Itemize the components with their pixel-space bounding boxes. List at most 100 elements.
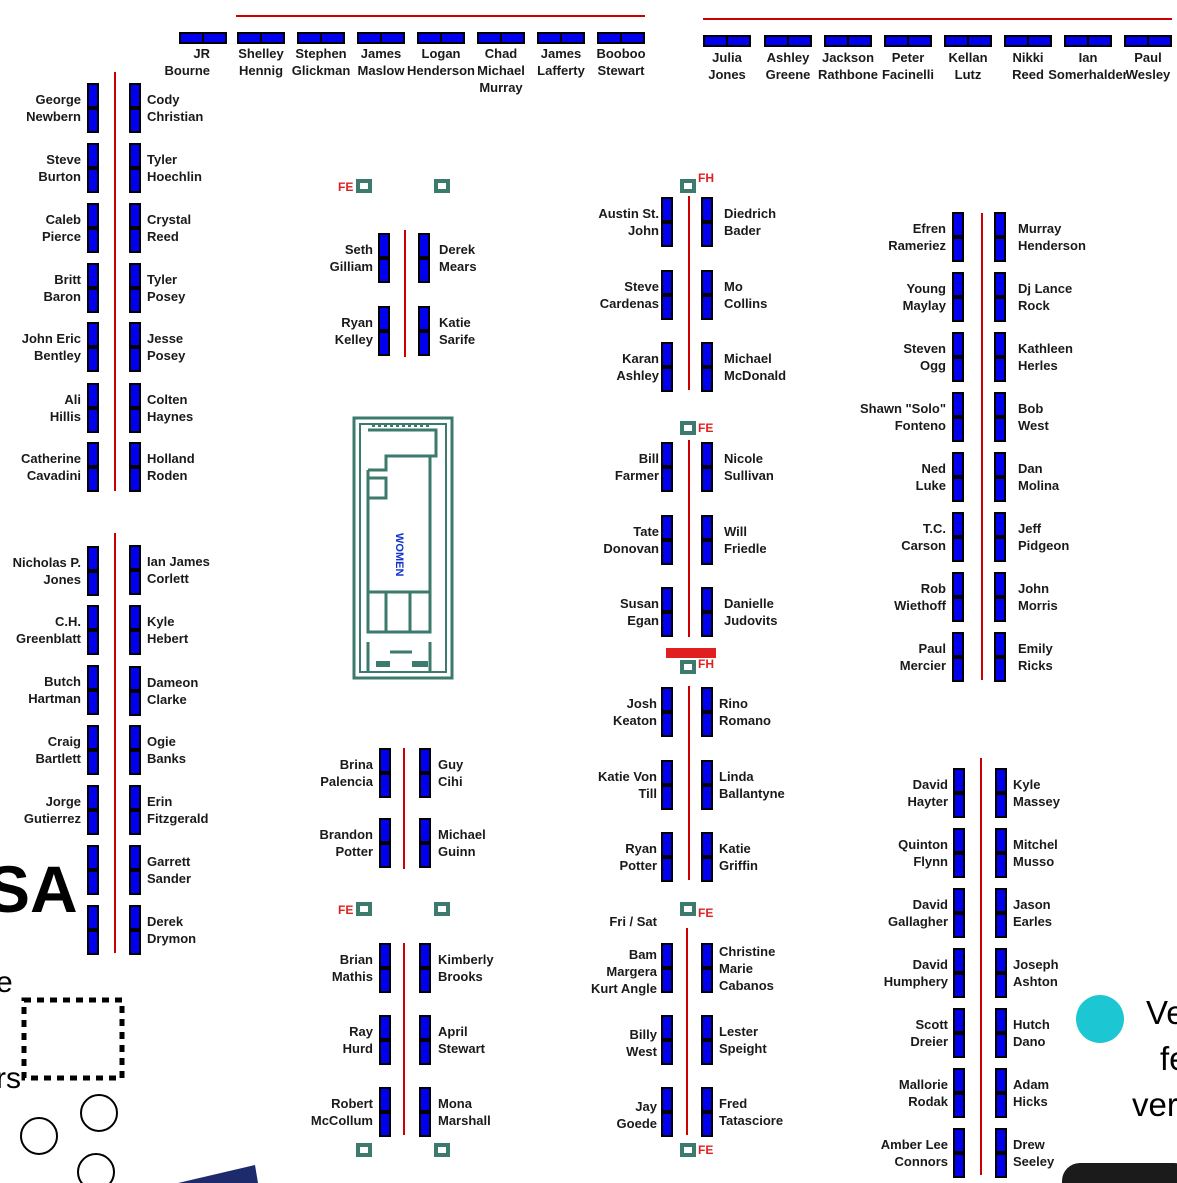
vendor-name: Stephen Glickman xyxy=(291,46,351,78)
vendor-table xyxy=(995,888,1007,938)
vendor-table xyxy=(661,1015,673,1065)
vendor-name: Catherine Cavadini xyxy=(21,451,81,483)
vendor-name: Steven Ogg xyxy=(903,341,946,373)
vendor-table xyxy=(953,1008,965,1058)
vendor-name: Bill Farmer xyxy=(614,451,659,483)
vendor-name: Garrett Sander xyxy=(147,854,192,886)
table-half xyxy=(663,714,671,735)
vendor-table xyxy=(379,1015,391,1065)
vendor-table xyxy=(129,322,141,372)
vendor-name: Quinton Flynn xyxy=(898,837,948,869)
vendor-name: Craig Bartlett xyxy=(35,734,81,766)
table-half xyxy=(954,454,962,475)
table-half xyxy=(663,1089,671,1110)
vendor-name: Josh Keaton xyxy=(612,696,657,728)
vendor-table xyxy=(87,905,99,955)
vendor-name: Katie Sarife xyxy=(439,315,476,347)
vendor-table xyxy=(129,545,141,595)
vendor-table xyxy=(379,1087,391,1137)
vendor-name: Christine Marie Cabanos xyxy=(719,943,776,993)
table-half xyxy=(703,1114,711,1135)
fire-extinguisher-icon: FE xyxy=(698,421,713,435)
vendor-name: Erin Fitzgerald xyxy=(147,794,209,826)
vendor-table xyxy=(477,32,525,44)
table-half xyxy=(663,1042,671,1063)
table-half xyxy=(703,542,711,563)
vendor-table xyxy=(995,1008,1007,1058)
vendor-name: Kathleen Herles xyxy=(1018,341,1073,373)
vendor-table xyxy=(701,442,713,492)
vendor-name: Peter Facinelli xyxy=(881,50,935,82)
table-half xyxy=(955,950,963,971)
vendor-table xyxy=(378,306,390,356)
table-half xyxy=(954,274,962,295)
table-half xyxy=(382,34,403,42)
vendor-name: George Newbern xyxy=(26,92,81,124)
vendor-table xyxy=(994,512,1006,562)
fixture-box-inner xyxy=(360,183,368,189)
table-half xyxy=(663,945,671,966)
vendor-name: Billy West xyxy=(626,1027,657,1059)
fixture-box-inner xyxy=(684,664,692,670)
vendor-table xyxy=(419,943,431,993)
table-half xyxy=(131,324,139,345)
table-half xyxy=(663,589,671,610)
table-half xyxy=(954,239,962,260)
vendor-name: Michael McDonald xyxy=(724,351,787,383)
table-half xyxy=(996,454,1004,475)
vendor-table xyxy=(764,35,812,47)
vendor-name: Bob West xyxy=(1018,401,1049,433)
vendor-table xyxy=(597,32,645,44)
vendor-table xyxy=(129,383,141,433)
vendor-table xyxy=(952,392,964,442)
table-half xyxy=(996,599,1004,620)
vendor-table xyxy=(701,687,713,737)
table-half xyxy=(703,970,711,991)
dotted-box xyxy=(21,997,125,1081)
table-half xyxy=(89,573,97,594)
fixture-box-inner xyxy=(360,1147,368,1153)
table-half xyxy=(380,260,388,281)
vendor-table xyxy=(129,845,141,895)
table-half xyxy=(955,890,963,911)
vendor-name: Mo Collins xyxy=(724,279,768,311)
vendor-name: Dan Molina xyxy=(1018,461,1060,493)
table-half xyxy=(89,752,97,773)
vendor-name: Joseph Ashton xyxy=(1013,957,1059,989)
vendor-name: Booboo Stewart xyxy=(596,46,646,78)
vendor-name: Drew Seeley xyxy=(1013,1137,1055,1169)
table-half xyxy=(955,1130,963,1151)
vendor-table xyxy=(995,828,1007,878)
table-half xyxy=(89,632,97,653)
table-half xyxy=(1149,37,1170,45)
table-half xyxy=(955,975,963,996)
vendor-table xyxy=(701,342,713,392)
vendor-name: Jorge Gutierrez xyxy=(23,794,81,826)
vendor-table xyxy=(419,818,431,868)
vendor-name: Brian Mathis xyxy=(331,952,373,984)
vendor-table xyxy=(1064,35,1112,47)
restroom-outline xyxy=(352,416,454,680)
vendor-table xyxy=(417,32,465,44)
vendor-table xyxy=(701,760,713,810)
vendor-name: Dameon Clarke xyxy=(147,675,199,707)
vendor-name: Kyle Hebert xyxy=(147,614,189,646)
table-half xyxy=(420,260,428,281)
vendor-table xyxy=(701,515,713,565)
vendor-name: Diedrich Bader xyxy=(724,206,777,238)
vendor-name: Ashley Greene xyxy=(765,50,811,82)
table-half xyxy=(89,85,97,106)
fixture-box-inner xyxy=(684,1147,692,1153)
table-half xyxy=(954,394,962,415)
partial-text: fe xyxy=(1160,1040,1177,1077)
vendor-name: Chad Michael Murray xyxy=(477,46,525,95)
vendor-name: Holland Roden xyxy=(147,451,195,483)
vendor-table xyxy=(661,760,673,810)
table-half xyxy=(89,812,97,833)
table-half xyxy=(705,37,726,45)
table-half xyxy=(663,859,671,880)
table-half xyxy=(421,1017,429,1038)
circle-marker xyxy=(77,1153,115,1183)
table-half xyxy=(131,145,139,166)
table-half xyxy=(131,444,139,465)
